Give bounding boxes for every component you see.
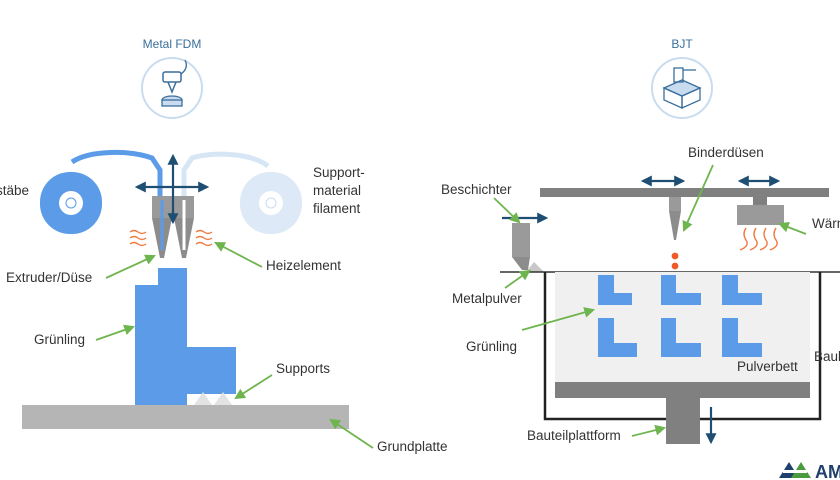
label-build-platform: Bauteilplattform: [527, 428, 621, 443]
company-logo-text: AM: [815, 462, 840, 480]
material-spool: [40, 172, 102, 234]
label-supports: Supports: [276, 361, 330, 376]
label-powder-bed: Pulverbett: [737, 359, 798, 374]
recoater: [512, 223, 544, 272]
metal-fdm-panel: Metal FDM: [0, 37, 448, 454]
pointer-heating-element: [214, 242, 263, 268]
binder-nozzle: [669, 197, 681, 270]
support-filament-line: [181, 151, 270, 205]
label-heating-element: Heizelement: [266, 258, 341, 273]
powder-bed: [555, 272, 810, 382]
label-metal-powder: Metalpulver: [452, 291, 522, 306]
base-plate: [22, 405, 349, 429]
binder-jet-icon: [651, 57, 713, 119]
pointer-binder-nozzles: [682, 164, 714, 232]
print-gantry: [540, 188, 829, 197]
company-logo-icon: AM: [779, 462, 840, 480]
pointer-metal-powder: [504, 269, 531, 289]
label-material-rods: Materialstäbe: [0, 183, 29, 198]
label-recoater: Beschichter: [441, 182, 512, 197]
pointer-heat: [777, 222, 807, 235]
pointer-build-platform: [631, 424, 667, 437]
bjt-panel: BJT: [441, 37, 840, 445]
build-platform: [555, 382, 810, 398]
bjt-title: BJT: [671, 37, 693, 51]
label-green-part-left: Grünling: [34, 332, 85, 347]
extruder-nozzles: [152, 196, 194, 258]
support-spool: [240, 172, 302, 234]
green-part-shape: [135, 268, 236, 405]
label-green-part-right: Grünling: [466, 339, 517, 354]
heat-waves-icon: [129, 229, 213, 247]
pointer-supports: [234, 374, 273, 400]
label-support-filament: Support- material filament: [313, 165, 369, 216]
pointer-recoater: [493, 197, 521, 224]
support-structures: [187, 392, 236, 405]
label-base-plate: Grundplatte: [377, 439, 448, 454]
heater-block: [737, 197, 784, 225]
pointer-extruder: [105, 254, 156, 279]
fdm-printer-icon: [141, 57, 203, 119]
green-parts-bjt: [598, 275, 762, 357]
label-extruder: Extruder/Düse: [6, 270, 92, 285]
build-platform-piston: [666, 398, 700, 444]
label-build-box: Baubox: [814, 349, 840, 364]
heat-waves-icon: [739, 227, 778, 251]
pointer-base-plate: [329, 418, 374, 449]
material-filament-line: [70, 149, 163, 205]
pointer-green-part-left: [95, 324, 136, 341]
label-heat: Wärme: [812, 216, 840, 231]
metal-fdm-title: Metal FDM: [143, 37, 202, 51]
label-binder-nozzles: Binderdüsen: [688, 145, 764, 160]
pointer-green-part-right: [521, 307, 596, 331]
